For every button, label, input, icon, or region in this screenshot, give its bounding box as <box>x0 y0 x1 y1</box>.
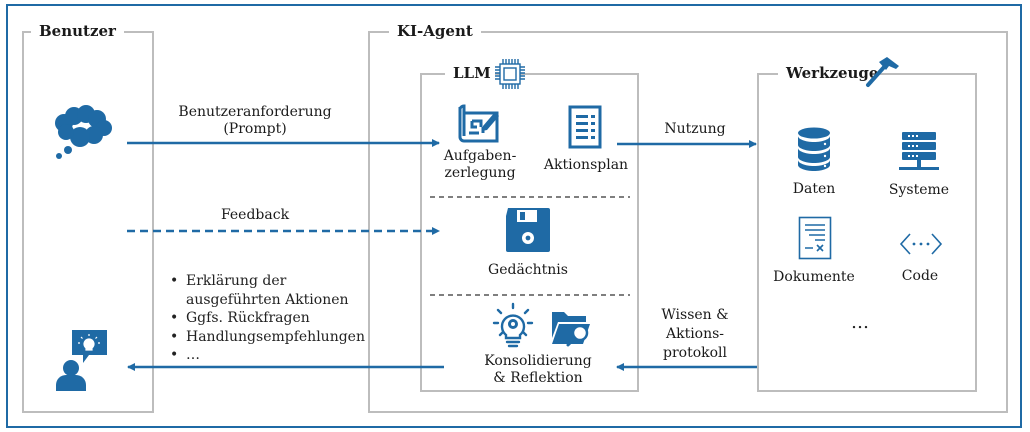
floppy-disk-icon <box>506 208 550 252</box>
tool-more-ellipsis: … <box>851 312 869 333</box>
cpu-chip-icon <box>495 59 525 89</box>
ki-agent-title: KI-Agent <box>389 22 481 40</box>
response-bullet-list: Erklärung der ausgeführten Aktionen Ggfs… <box>168 272 365 365</box>
response-bullet: Erklärung der <box>168 272 365 291</box>
outer-frame <box>6 4 1022 428</box>
ki-agent-box <box>368 31 1008 413</box>
llm-box <box>420 73 639 392</box>
wissen-arrow-label: Wissen & Aktions- protokoll <box>661 307 729 361</box>
lightbulb-gear-icon <box>492 302 534 348</box>
llm-divider-1 <box>430 196 630 198</box>
tool-code-label: Code <box>901 268 939 284</box>
blueprint-pencil-icon <box>458 104 499 143</box>
tool-daten-label: Daten <box>792 181 836 197</box>
database-icon <box>798 127 830 171</box>
response-bullet: Ggfs. Rückfragen <box>168 309 365 328</box>
llm-divider-2 <box>430 294 630 296</box>
aufgabenzerlegung-label: Aufgaben- zerlegung <box>443 148 517 181</box>
user-lightbulb-speech-icon <box>56 330 107 391</box>
prompt-arrow-label: Benutzeranforderung (Prompt) <box>178 104 332 137</box>
response-bullet: … <box>168 346 365 365</box>
document-icon <box>798 216 832 260</box>
response-bullet-continuation: ausgeführten Aktionen <box>186 291 349 308</box>
feedback-arrow-label: Feedback <box>220 207 290 223</box>
response-bullet: Handlungsempfehlungen <box>168 328 365 347</box>
server-icon <box>899 132 939 170</box>
aktionsplan-label: Aktionsplan <box>543 157 629 173</box>
checklist-icon <box>568 105 602 149</box>
thought-cloud-icon <box>55 105 112 159</box>
nutzung-arrow-label: Nutzung <box>664 121 726 137</box>
folder-search-icon <box>552 312 590 347</box>
code-icon <box>899 233 943 255</box>
werkzeuge-title: Werkzeuge <box>778 64 881 82</box>
konsolidierung-label: Konsolidierung & Reflektion <box>484 353 592 386</box>
tool-dokumente-label: Dokumente <box>773 269 855 285</box>
gedaechtnis-label: Gedächtnis <box>488 262 568 278</box>
tool-systeme-label: Systeme <box>888 182 950 198</box>
hammer-icon <box>866 57 899 87</box>
benutzer-title: Benutzer <box>31 22 124 40</box>
llm-title: LLM <box>445 64 495 82</box>
